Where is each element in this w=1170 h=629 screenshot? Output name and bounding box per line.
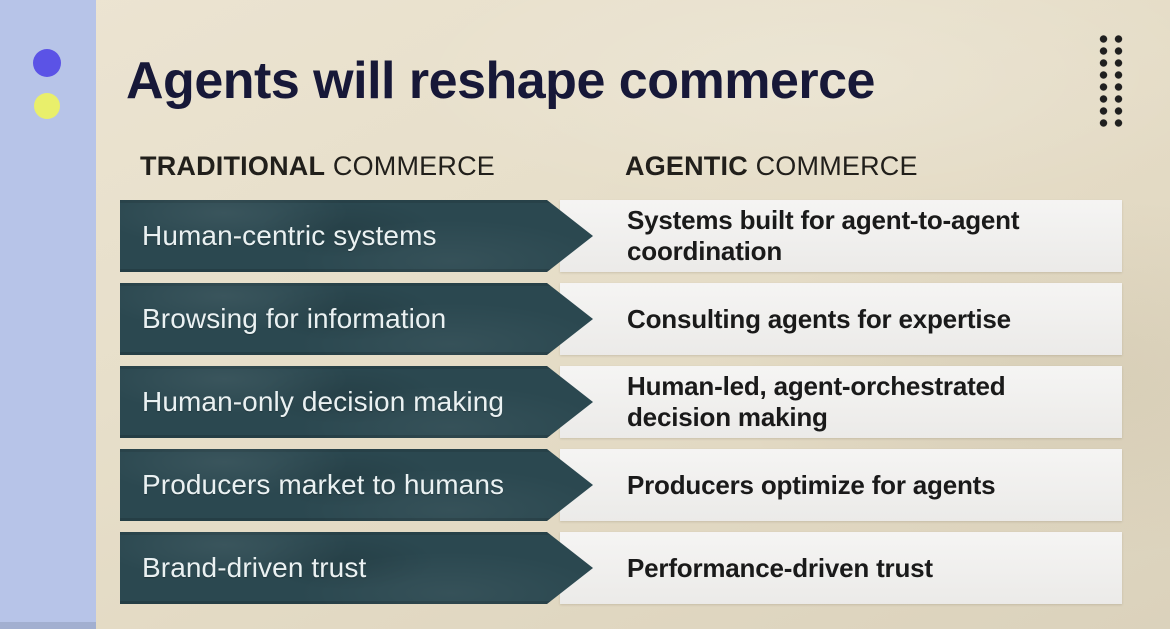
agentic-panel: Human-led, agent-orchestrated decision m… [560,366,1122,438]
agentic-text: Human-led, agent-orchestrated decision m… [627,371,1006,432]
comparison-rows: Systems built for agent-to-agent coordin… [0,200,1170,604]
column-headers: TRADITIONAL COMMERCE AGENTIC COMMERCE [0,151,1170,187]
traditional-arrow: Browsing for information [120,283,593,355]
traditional-arrow: Brand-driven trust [120,532,593,604]
traditional-arrow: Human-centric systems [120,200,593,272]
comparison-row-3: Human-led, agent-orchestrated decision m… [0,366,1170,438]
page-title: Agents will reshape commerce [126,52,875,110]
column-header-traditional: TRADITIONAL COMMERCE [140,151,495,182]
agentic-text: Performance-driven trust [627,552,933,583]
comparison-row-4: Producers optimize for agents Producers … [0,449,1170,521]
header-agentic-emphasis: AGENTIC [625,151,748,181]
comparison-row-1: Systems built for agent-to-agent coordin… [0,200,1170,272]
dot-grid-icon [1096,33,1126,129]
agentic-text: Systems built for agent-to-agent coordin… [627,205,1020,266]
traditional-text: Brand-driven trust [142,552,367,583]
traditional-text: Human-centric systems [142,220,437,251]
header-agentic-rest: COMMERCE [747,151,918,181]
traditional-text: Browsing for information [142,303,447,334]
agentic-panel: Consulting agents for expertise [560,283,1122,355]
agentic-text: Producers optimize for agents [627,469,996,500]
traditional-text: Human-only decision making [142,386,505,417]
left-accent-bar [0,0,96,629]
header-traditional-rest: COMMERCE [325,151,495,181]
agentic-panel: Producers optimize for agents [560,449,1122,521]
agentic-text: Consulting agents for expertise [627,303,1011,334]
traditional-arrow: Producers market to humans [120,449,593,521]
accent-dot-top [33,49,61,77]
traditional-text: Producers market to humans [142,469,505,500]
agentic-panel: Performance-driven trust [560,532,1122,604]
column-header-agentic: AGENTIC COMMERCE [625,151,918,182]
accent-dot-bottom [34,93,60,119]
agentic-panel: Systems built for agent-to-agent coordin… [560,200,1122,272]
comparison-row-2: Consulting agents for expertise Browsing… [0,283,1170,355]
comparison-row-5: Performance-driven trust Brand-driven tr… [0,532,1170,604]
header-traditional-emphasis: TRADITIONAL [140,151,326,181]
traditional-arrow: Human-only decision making [120,366,593,438]
